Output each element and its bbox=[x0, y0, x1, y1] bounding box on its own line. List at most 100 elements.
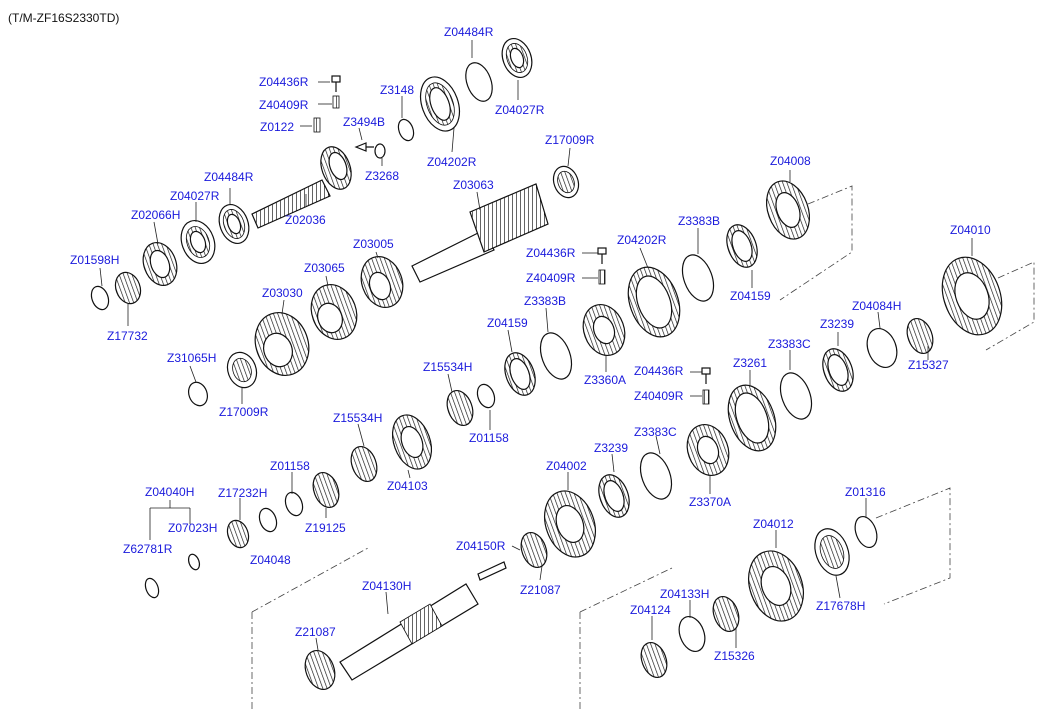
gear-z04008 bbox=[765, 180, 811, 240]
part-label[interactable]: Z3268 bbox=[365, 169, 399, 183]
ring-z04159-mid bbox=[504, 352, 536, 396]
part-label[interactable]: Z15326 bbox=[714, 649, 755, 663]
part-label[interactable]: Z3261 bbox=[733, 356, 767, 370]
bearing-z17732 bbox=[114, 271, 142, 305]
part-label[interactable]: Z04202R bbox=[427, 155, 477, 169]
part-label[interactable]: Z40409R bbox=[526, 271, 576, 285]
ring-z3239-right bbox=[822, 348, 854, 392]
part-label[interactable]: Z3239 bbox=[820, 317, 854, 331]
bearing-z15327 bbox=[906, 317, 934, 355]
part-label[interactable]: Z31065H bbox=[167, 351, 216, 365]
dashed-frames bbox=[251, 185, 1035, 712]
part-label[interactable]: Z04484R bbox=[204, 170, 254, 184]
part-label[interactable]: Z03063 bbox=[453, 178, 494, 192]
part-label[interactable]: Z04436R bbox=[634, 364, 684, 378]
synchro-z04484r-left bbox=[218, 204, 250, 244]
gear-z04103 bbox=[391, 414, 433, 470]
part-label[interactable]: Z04048 bbox=[250, 553, 291, 567]
bearing-z21087-mid bbox=[520, 531, 548, 569]
part-label[interactable]: Z04010 bbox=[950, 223, 991, 237]
part-label[interactable]: Z04130H bbox=[362, 579, 411, 593]
bearing-z17009r-left bbox=[226, 351, 258, 389]
part-label[interactable]: Z04002 bbox=[546, 459, 587, 473]
synchro-ring-z3261 bbox=[727, 384, 777, 452]
part-label[interactable]: Z04012 bbox=[753, 517, 794, 531]
part-label[interactable]: Z3383B bbox=[678, 214, 720, 228]
part-label[interactable]: Z04027R bbox=[170, 189, 220, 203]
part-label[interactable]: Z17232H bbox=[218, 486, 267, 500]
part-label[interactable]: Z04008 bbox=[770, 154, 811, 168]
bolt-z04436r-low bbox=[701, 367, 711, 384]
bearing-z04027r-top bbox=[501, 38, 533, 78]
part-label[interactable]: Z01316 bbox=[845, 485, 886, 499]
part-label[interactable]: Z3383C bbox=[768, 337, 811, 351]
ring-z31065h bbox=[187, 381, 209, 407]
part-label[interactable]: Z04436R bbox=[526, 246, 576, 260]
part-label[interactable]: Z02036 bbox=[285, 213, 326, 227]
part-label[interactable]: Z04484R bbox=[444, 25, 494, 39]
part-label[interactable]: Z3383C bbox=[634, 425, 677, 439]
part-label[interactable]: Z17732 bbox=[107, 329, 148, 343]
part-label[interactable]: Z03030 bbox=[262, 286, 303, 300]
part-label[interactable]: Z3370A bbox=[689, 495, 731, 509]
part-label[interactable]: Z19125 bbox=[305, 521, 346, 535]
spring-z40409r-low bbox=[702, 389, 710, 405]
part-labels: Z04484R Z04436R Z3148 Z40409R Z3494B Z01… bbox=[70, 25, 991, 663]
bearing-z19125 bbox=[312, 471, 340, 509]
part-label[interactable]: Z03005 bbox=[353, 237, 394, 251]
part-label[interactable]: Z15534H bbox=[333, 411, 382, 425]
bearing-z15534h-left bbox=[350, 445, 378, 483]
part-label[interactable]: Z01598H bbox=[70, 253, 119, 267]
bolt-z04436r-top bbox=[331, 75, 341, 92]
shaft-z04130h bbox=[339, 583, 479, 681]
part-label[interactable]: Z0122 bbox=[260, 120, 294, 134]
part-label[interactable]: Z04436R bbox=[259, 75, 309, 89]
part-label[interactable]: Z04027R bbox=[495, 103, 545, 117]
part-label[interactable]: Z07023H bbox=[168, 521, 217, 535]
part-label[interactable]: Z17678H bbox=[816, 599, 865, 613]
part-label[interactable]: Z15534H bbox=[423, 360, 472, 374]
part-label[interactable]: Z04150R bbox=[456, 539, 506, 553]
part-label[interactable]: Z15327 bbox=[908, 358, 949, 372]
part-label[interactable]: Z02066H bbox=[131, 208, 180, 222]
pin-z04150r bbox=[477, 561, 507, 581]
part-label[interactable]: Z04159 bbox=[730, 289, 771, 303]
hub-z3360a bbox=[582, 304, 626, 356]
part-label[interactable]: Z17009R bbox=[219, 405, 269, 419]
part-label[interactable]: Z3360A bbox=[584, 373, 626, 387]
gear-z03005 bbox=[360, 256, 404, 308]
part-label[interactable]: Z17009R bbox=[545, 133, 595, 147]
ring-z01598h bbox=[90, 285, 110, 311]
ring-z01158-mid bbox=[476, 383, 496, 409]
shaft-z02036 bbox=[251, 146, 352, 229]
shaft-z03063 bbox=[411, 183, 549, 283]
part-label[interactable]: Z40409R bbox=[634, 389, 684, 403]
part-label[interactable]: Z62781R bbox=[123, 542, 173, 556]
part-label[interactable]: Z03065 bbox=[304, 261, 345, 275]
bearing-z21087-low bbox=[304, 650, 336, 690]
part-label[interactable]: Z04084H bbox=[852, 299, 901, 313]
ring-z04133h bbox=[678, 615, 706, 653]
ring-z3383b-mid bbox=[539, 332, 573, 380]
part-label[interactable]: Z3494B bbox=[343, 115, 385, 129]
part-label[interactable]: Z04202R bbox=[617, 233, 667, 247]
part-label[interactable]: Z3148 bbox=[380, 83, 414, 97]
part-label[interactable]: Z04040H bbox=[145, 485, 194, 499]
gear-z04002 bbox=[544, 490, 596, 558]
part-label[interactable]: Z04124 bbox=[630, 603, 671, 617]
ring-z04124 bbox=[640, 641, 668, 679]
part-label[interactable]: Z01158 bbox=[270, 459, 310, 473]
bolt-z04436r-mid bbox=[597, 247, 607, 264]
part-label[interactable]: Z04159 bbox=[487, 316, 528, 330]
part-label[interactable]: Z3239 bbox=[594, 441, 628, 455]
part-label[interactable]: Z04103 bbox=[387, 479, 428, 493]
ring-z3268 bbox=[374, 143, 386, 159]
part-label[interactable]: Z01158 bbox=[469, 431, 509, 445]
part-label[interactable]: Z3383B bbox=[524, 294, 566, 308]
ring-z01158-left bbox=[284, 491, 304, 517]
part-label[interactable]: Z21087 bbox=[295, 625, 336, 639]
part-label[interactable]: Z40409R bbox=[259, 98, 309, 112]
part-label[interactable]: Z04133H bbox=[660, 587, 709, 601]
ring-z04048 bbox=[258, 507, 278, 533]
part-label[interactable]: Z21087 bbox=[520, 583, 561, 597]
